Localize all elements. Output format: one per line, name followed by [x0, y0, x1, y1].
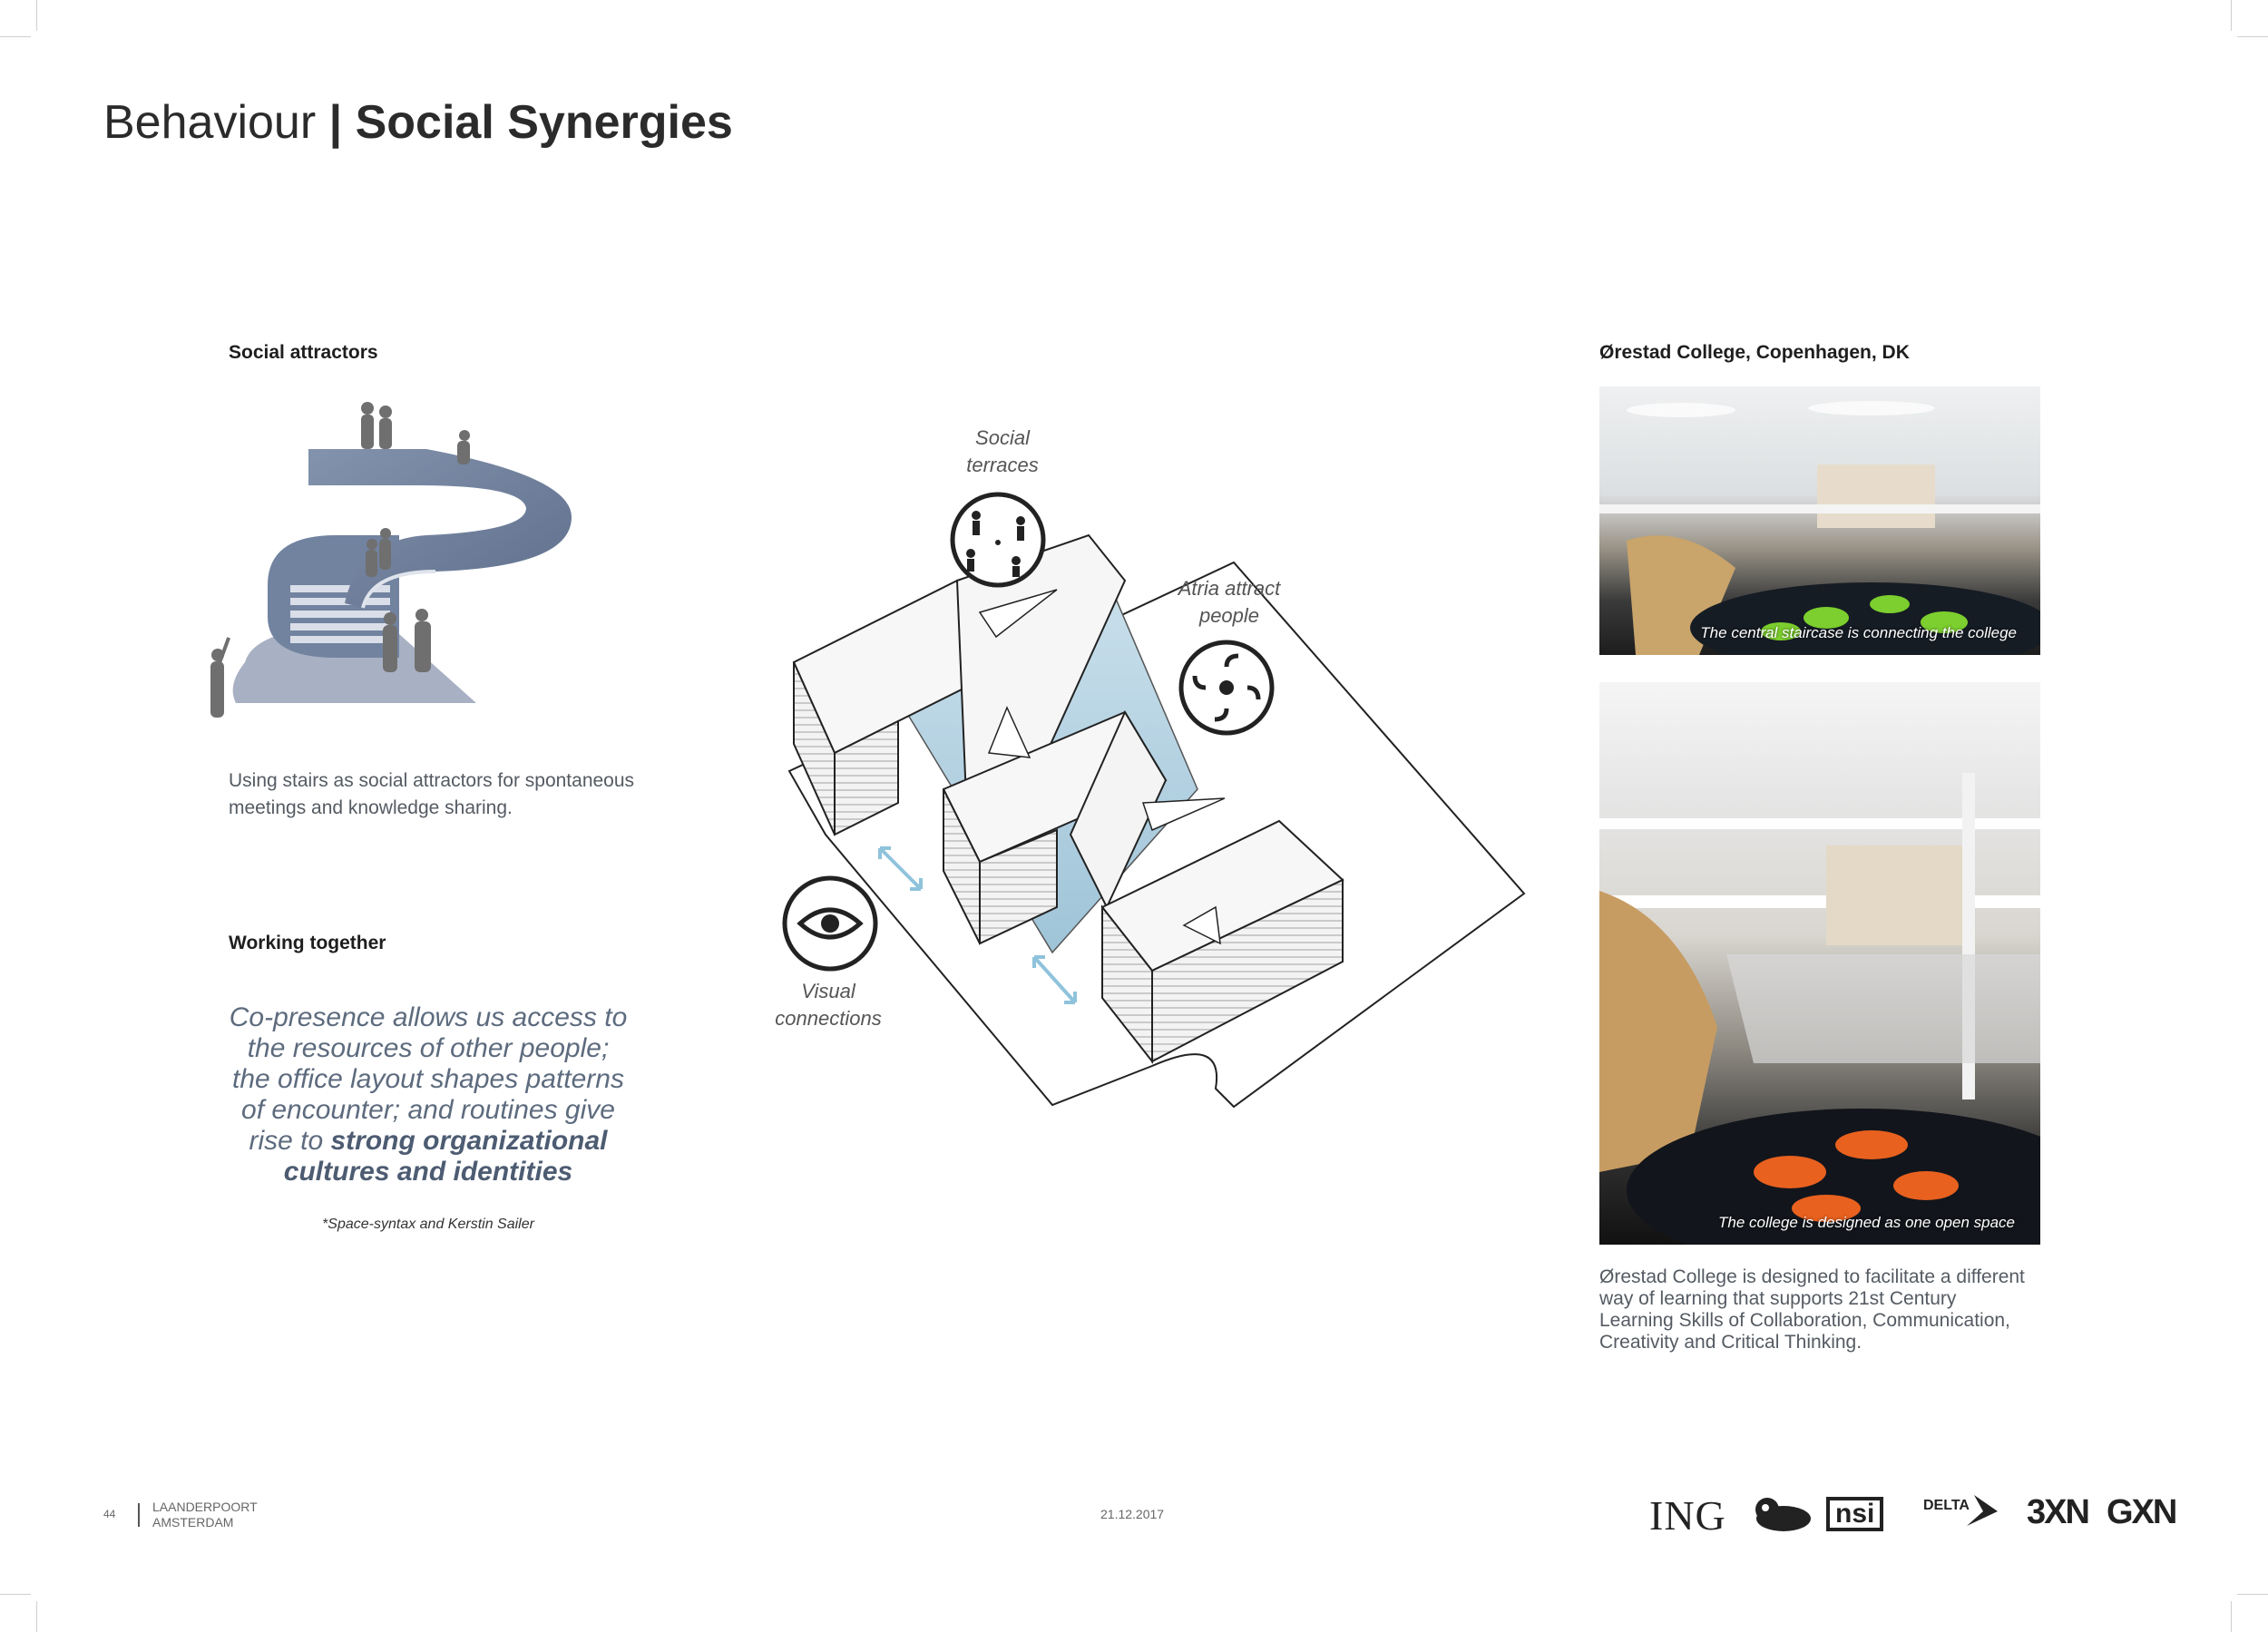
label-social-terraces-line2: terraces [966, 454, 1039, 476]
label-atria-attract-line1: Atria attract [1178, 577, 1281, 600]
title-light: Behaviour [103, 96, 329, 149]
crop-mark [2237, 1594, 2268, 1595]
spiral-stair-illustration [210, 402, 572, 718]
label-atria-attract: Atria attract people [1161, 575, 1297, 630]
footer-divider [138, 1503, 140, 1527]
label-social-terraces-line1: Social [975, 426, 1030, 449]
title-bold: | Social Synergies [328, 96, 733, 149]
heading-working-together: Working together [229, 933, 386, 953]
3xn-logo: 3XN [2027, 1493, 2090, 1531]
quote-regular: Co-presence allows us access to the reso… [229, 1002, 628, 1156]
photo-central-staircase-art [1599, 401, 2040, 655]
ing-logo: ING [1649, 1492, 1726, 1539]
label-visual-connections: Visual connections [760, 978, 896, 1032]
pinwheel-icon [1178, 640, 1275, 736]
crop-mark [0, 36, 31, 37]
nsi-logo: nsi [1826, 1497, 1884, 1531]
gxn-logo: GXN [2107, 1493, 2177, 1531]
crop-mark [0, 1594, 31, 1595]
eye-icon [782, 875, 878, 972]
label-social-terraces: Social terraces [934, 425, 1070, 479]
lion-icon [1755, 1498, 1811, 1531]
quote-bold: strong organizational cultures and ident… [283, 1126, 608, 1187]
caption-open-space: The college is designed as one open spac… [1717, 1214, 2015, 1231]
people-group-icon [950, 492, 1046, 588]
stairs-description: Using stairs as social attractors for sp… [229, 770, 635, 818]
co-presence-quote: Co-presence allows us access to the reso… [229, 1002, 628, 1187]
footer-date: 21.12.2017 [1100, 1507, 1165, 1521]
building-axonometric-diagram [782, 492, 1526, 1109]
label-visual-connections-line2: connections [775, 1007, 882, 1030]
crop-mark [36, 1601, 37, 1632]
label-atria-attract-line2: people [1198, 604, 1260, 627]
page-number: 44 [103, 1508, 116, 1520]
quote-source: *Space-syntax and Kerstin Sailer [322, 1217, 534, 1232]
delta-arrow-icon [1967, 1495, 1998, 1526]
orestad-description: Ørestad College is designed to facilitat… [1599, 1266, 2025, 1353]
photo-open-space: The college is designed as one open spac… [1599, 682, 2040, 1245]
photo-open-space-art [1599, 773, 2040, 1245]
project-name-line1: LAANDERPOORT [152, 1500, 258, 1514]
crop-mark [2231, 1601, 2232, 1632]
heading-orestad-college: Ørestad College, Copenhagen, DK [1599, 342, 1910, 363]
crop-mark [2231, 0, 2232, 31]
caption-central-staircase: The central staircase is connecting the … [1700, 624, 2017, 641]
heading-social-attractors: Social attractors [229, 342, 378, 363]
label-visual-connections-line1: Visual [801, 980, 855, 1002]
project-name: LAANDERPOORT AMSTERDAM [152, 1500, 258, 1530]
project-name-line2: AMSTERDAM [152, 1515, 234, 1529]
page-title: Behaviour | Social Synergies [103, 91, 733, 154]
crop-mark [2237, 36, 2268, 37]
photo-central-staircase: The central staircase is connecting the … [1599, 386, 2040, 655]
crop-mark [36, 0, 37, 31]
delta-logo: DELTA [1923, 1498, 1970, 1513]
